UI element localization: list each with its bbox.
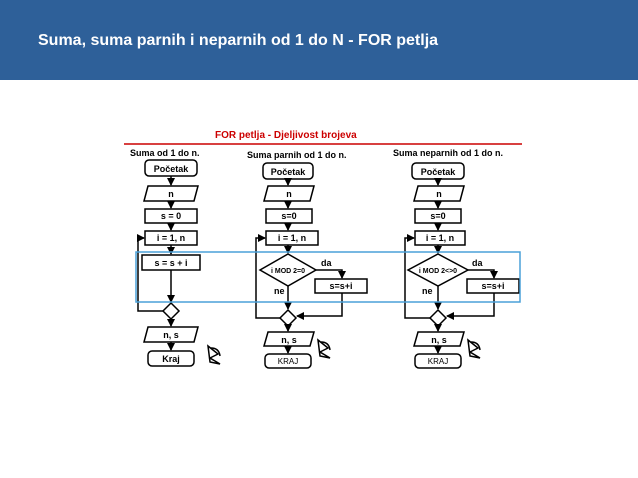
- loop-end-diamond: [161, 301, 181, 321]
- loop-back-line: [137, 234, 163, 312]
- output-label: n, s: [431, 335, 447, 345]
- init-label: s=0: [281, 211, 296, 221]
- init-label: s = 0: [161, 211, 181, 221]
- input-label: n: [286, 189, 292, 199]
- yes-merge-line: [296, 293, 343, 320]
- input-box: [413, 185, 465, 202]
- output-box: [143, 326, 199, 343]
- diagram-banner: FOR petlja - Djeljivost brojeva: [215, 130, 357, 141]
- end-label: KRAJ: [428, 357, 448, 366]
- end-label: Kraj: [162, 354, 180, 364]
- audio-icon: [467, 338, 481, 359]
- body-label: s=s+i: [481, 281, 504, 291]
- body-box: [314, 278, 368, 294]
- yes-label: da: [472, 258, 483, 268]
- end-terminal: [147, 350, 195, 367]
- end-terminal: [264, 353, 312, 369]
- flowchart-heading: Suma parnih od 1 do n.: [247, 150, 347, 160]
- loop-label: i = 1, n: [426, 233, 454, 243]
- loop-back-line: [255, 234, 280, 319]
- loop-end-diamond: [278, 308, 298, 328]
- output-label: n, s: [163, 330, 179, 340]
- loop-label: i = 1, n: [157, 233, 185, 243]
- audio-icon: [317, 338, 331, 359]
- end-terminal: [414, 353, 462, 369]
- loop-box: [265, 230, 319, 246]
- no-label: ne: [274, 286, 285, 296]
- flowchart-sum: Suma od 1 do n. Početak n s = 0 i = 1, n…: [130, 148, 221, 367]
- loop-end-diamond: [428, 308, 448, 328]
- body-label: s=s+i: [329, 281, 352, 291]
- input-box: [143, 185, 199, 202]
- condition-label: i MOD 2<>0: [419, 268, 457, 275]
- slide-header: Suma, suma parnih i neparnih od 1 do N -…: [0, 0, 638, 80]
- flowchart-heading: Suma neparnih od 1 do n.: [393, 148, 503, 158]
- loop-box: [414, 230, 466, 246]
- slide-title: Suma, suma parnih i neparnih od 1 do N -…: [38, 32, 439, 49]
- input-label: n: [168, 189, 174, 199]
- body-box: [466, 278, 520, 294]
- start-label: Početak: [421, 167, 457, 177]
- yes-merge-line: [446, 293, 495, 320]
- init-label: s=0: [430, 211, 445, 221]
- end-label: KRAJ: [278, 357, 298, 366]
- input-label: n: [436, 189, 442, 199]
- output-box: [263, 331, 315, 347]
- no-label: ne: [422, 286, 433, 296]
- highlight-box: [135, 251, 521, 303]
- audio-icon: [207, 344, 221, 365]
- yes-branch-line: [468, 269, 498, 279]
- output-label: n, s: [281, 335, 297, 345]
- input-box: [263, 185, 315, 202]
- yes-branch-line: [316, 269, 346, 279]
- start-label: Početak: [154, 164, 190, 174]
- output-box: [413, 331, 465, 347]
- body-label: s = s + i: [154, 258, 187, 268]
- loop-label: i = 1, n: [278, 233, 306, 243]
- start-label: Početak: [271, 167, 307, 177]
- flowchart-even-sum: Suma parnih od 1 do n. Početak n s=0 i =…: [247, 150, 368, 369]
- flowchart-heading: Suma od 1 do n.: [130, 148, 200, 158]
- condition-label: i MOD 2=0: [271, 268, 305, 275]
- yes-label: da: [321, 258, 332, 268]
- flowchart-odd-sum: Suma neparnih od 1 do n. Početak n s=0 i…: [393, 148, 520, 369]
- loop-back-line: [404, 234, 430, 319]
